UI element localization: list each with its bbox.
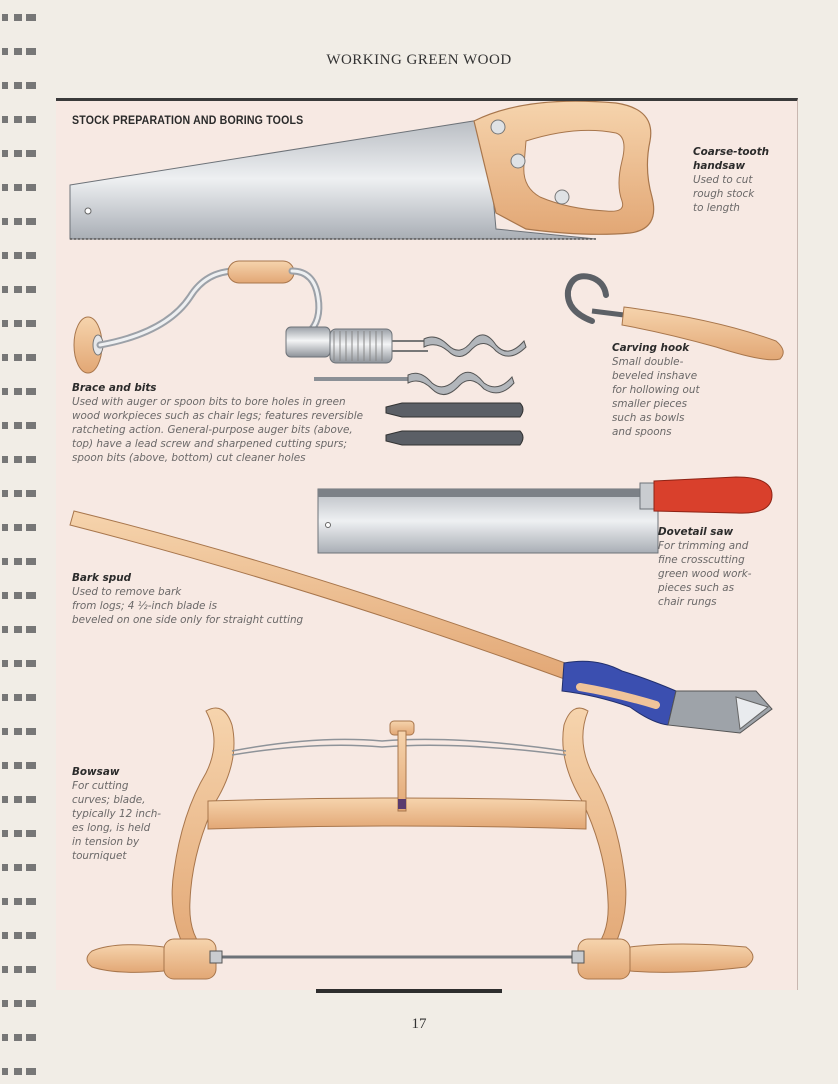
bark-spud-caption: Bark spud Used to remove bark from logs;…: [72, 571, 303, 627]
page-number: 17: [411, 1016, 427, 1032]
bark-spud-illustration: [69, 510, 773, 734]
bowsaw-title: Bowsaw: [72, 766, 120, 778]
bark-spud-line-3: beveled on one side only for straight cu…: [72, 614, 304, 626]
panel-bottom-rule: [316, 989, 502, 993]
carving-hook-line-6: and spoons: [612, 426, 672, 438]
handsaw-illustration: [69, 101, 655, 240]
handsaw-line-3: to length: [693, 202, 740, 214]
carving-hook-line-5: such as bowls: [612, 412, 685, 424]
handsaw-title-line-2: handsaw: [693, 160, 746, 172]
bowsaw-line-3: typically 12 inch-: [72, 808, 162, 820]
handsaw-title-line-1: Coarse-tooth: [693, 146, 770, 158]
handsaw-caption: Coarse-tooth handsaw Used to cut rough s…: [693, 145, 769, 215]
carving-hook-line-4: smaller pieces: [612, 398, 688, 410]
carving-hook-line-3: for hollowing out: [612, 384, 700, 396]
dovetail-saw-line-5: chair rungs: [658, 596, 717, 608]
carving-hook-line-2: beveled inshave: [612, 370, 698, 382]
dovetail-saw-illustration: [317, 476, 773, 554]
carving-hook-line-1: Small double-: [612, 356, 684, 368]
running-head: WORKING GREEN WOOD: [326, 52, 512, 68]
dovetail-saw-line-2: fine crosscutting: [658, 554, 745, 566]
brace-title: Brace and bits: [72, 382, 157, 394]
bark-spud-title: Bark spud: [72, 572, 132, 584]
carving-hook-title: Carving hook: [612, 342, 690, 354]
brace-line-1: Used with auger or spoon bits to bore ho…: [72, 396, 346, 408]
bowsaw-line-6: tourniquet: [72, 850, 127, 862]
carving-hook-caption: Carving hook Small double- beveled insha…: [612, 341, 700, 439]
bowsaw-line-5: in tension by: [72, 836, 140, 848]
dovetail-saw-line-4: pieces such as: [658, 582, 735, 594]
panel-title: STOCK PREPARATION AND BORING TOOLS: [72, 115, 304, 127]
bark-spud-line-2: from logs; 4 ½-inch blade is: [72, 600, 218, 612]
brace-and-bits-illustration: [73, 260, 527, 446]
bowsaw-caption: Bowsaw For cutting curves; blade, typica…: [72, 765, 161, 863]
handsaw-line-1: Used to cut: [693, 174, 753, 186]
brace-line-2: wood workpieces such as chair legs; feat…: [72, 410, 363, 422]
brace-line-5: spoon bits (above, bottom) cut cleaner h…: [72, 452, 306, 464]
bowsaw-illustration: [86, 707, 754, 980]
dovetail-saw-line-3: green wood work-: [658, 568, 752, 580]
bark-spud-line-1: Used to remove bark: [72, 586, 182, 598]
illustration-panel: STOCK PREPARATION AND BORING TOOLS: [56, 98, 798, 990]
dovetail-saw-caption: Dovetail saw For trimming and fine cross…: [658, 525, 752, 609]
tools-illustration: [69, 101, 784, 980]
brace-line-4: top) have a lead screw and sharpened cut…: [72, 438, 347, 450]
brace-caption: Brace and bits Used with auger or spoon …: [72, 381, 363, 465]
spiral-binding: [2, 14, 36, 1075]
dovetail-saw-line-1: For trimming and: [658, 540, 749, 552]
dovetail-saw-title: Dovetail saw: [658, 526, 734, 538]
brace-line-3: ratcheting action. General-purpose auger…: [72, 424, 353, 436]
bowsaw-line-1: For cutting: [72, 780, 129, 792]
handsaw-line-2: rough stock: [693, 188, 755, 200]
bowsaw-line-2: curves; blade,: [72, 794, 146, 806]
carving-hook-illustration: [564, 273, 784, 361]
bowsaw-line-4: es long, is held: [72, 822, 151, 834]
